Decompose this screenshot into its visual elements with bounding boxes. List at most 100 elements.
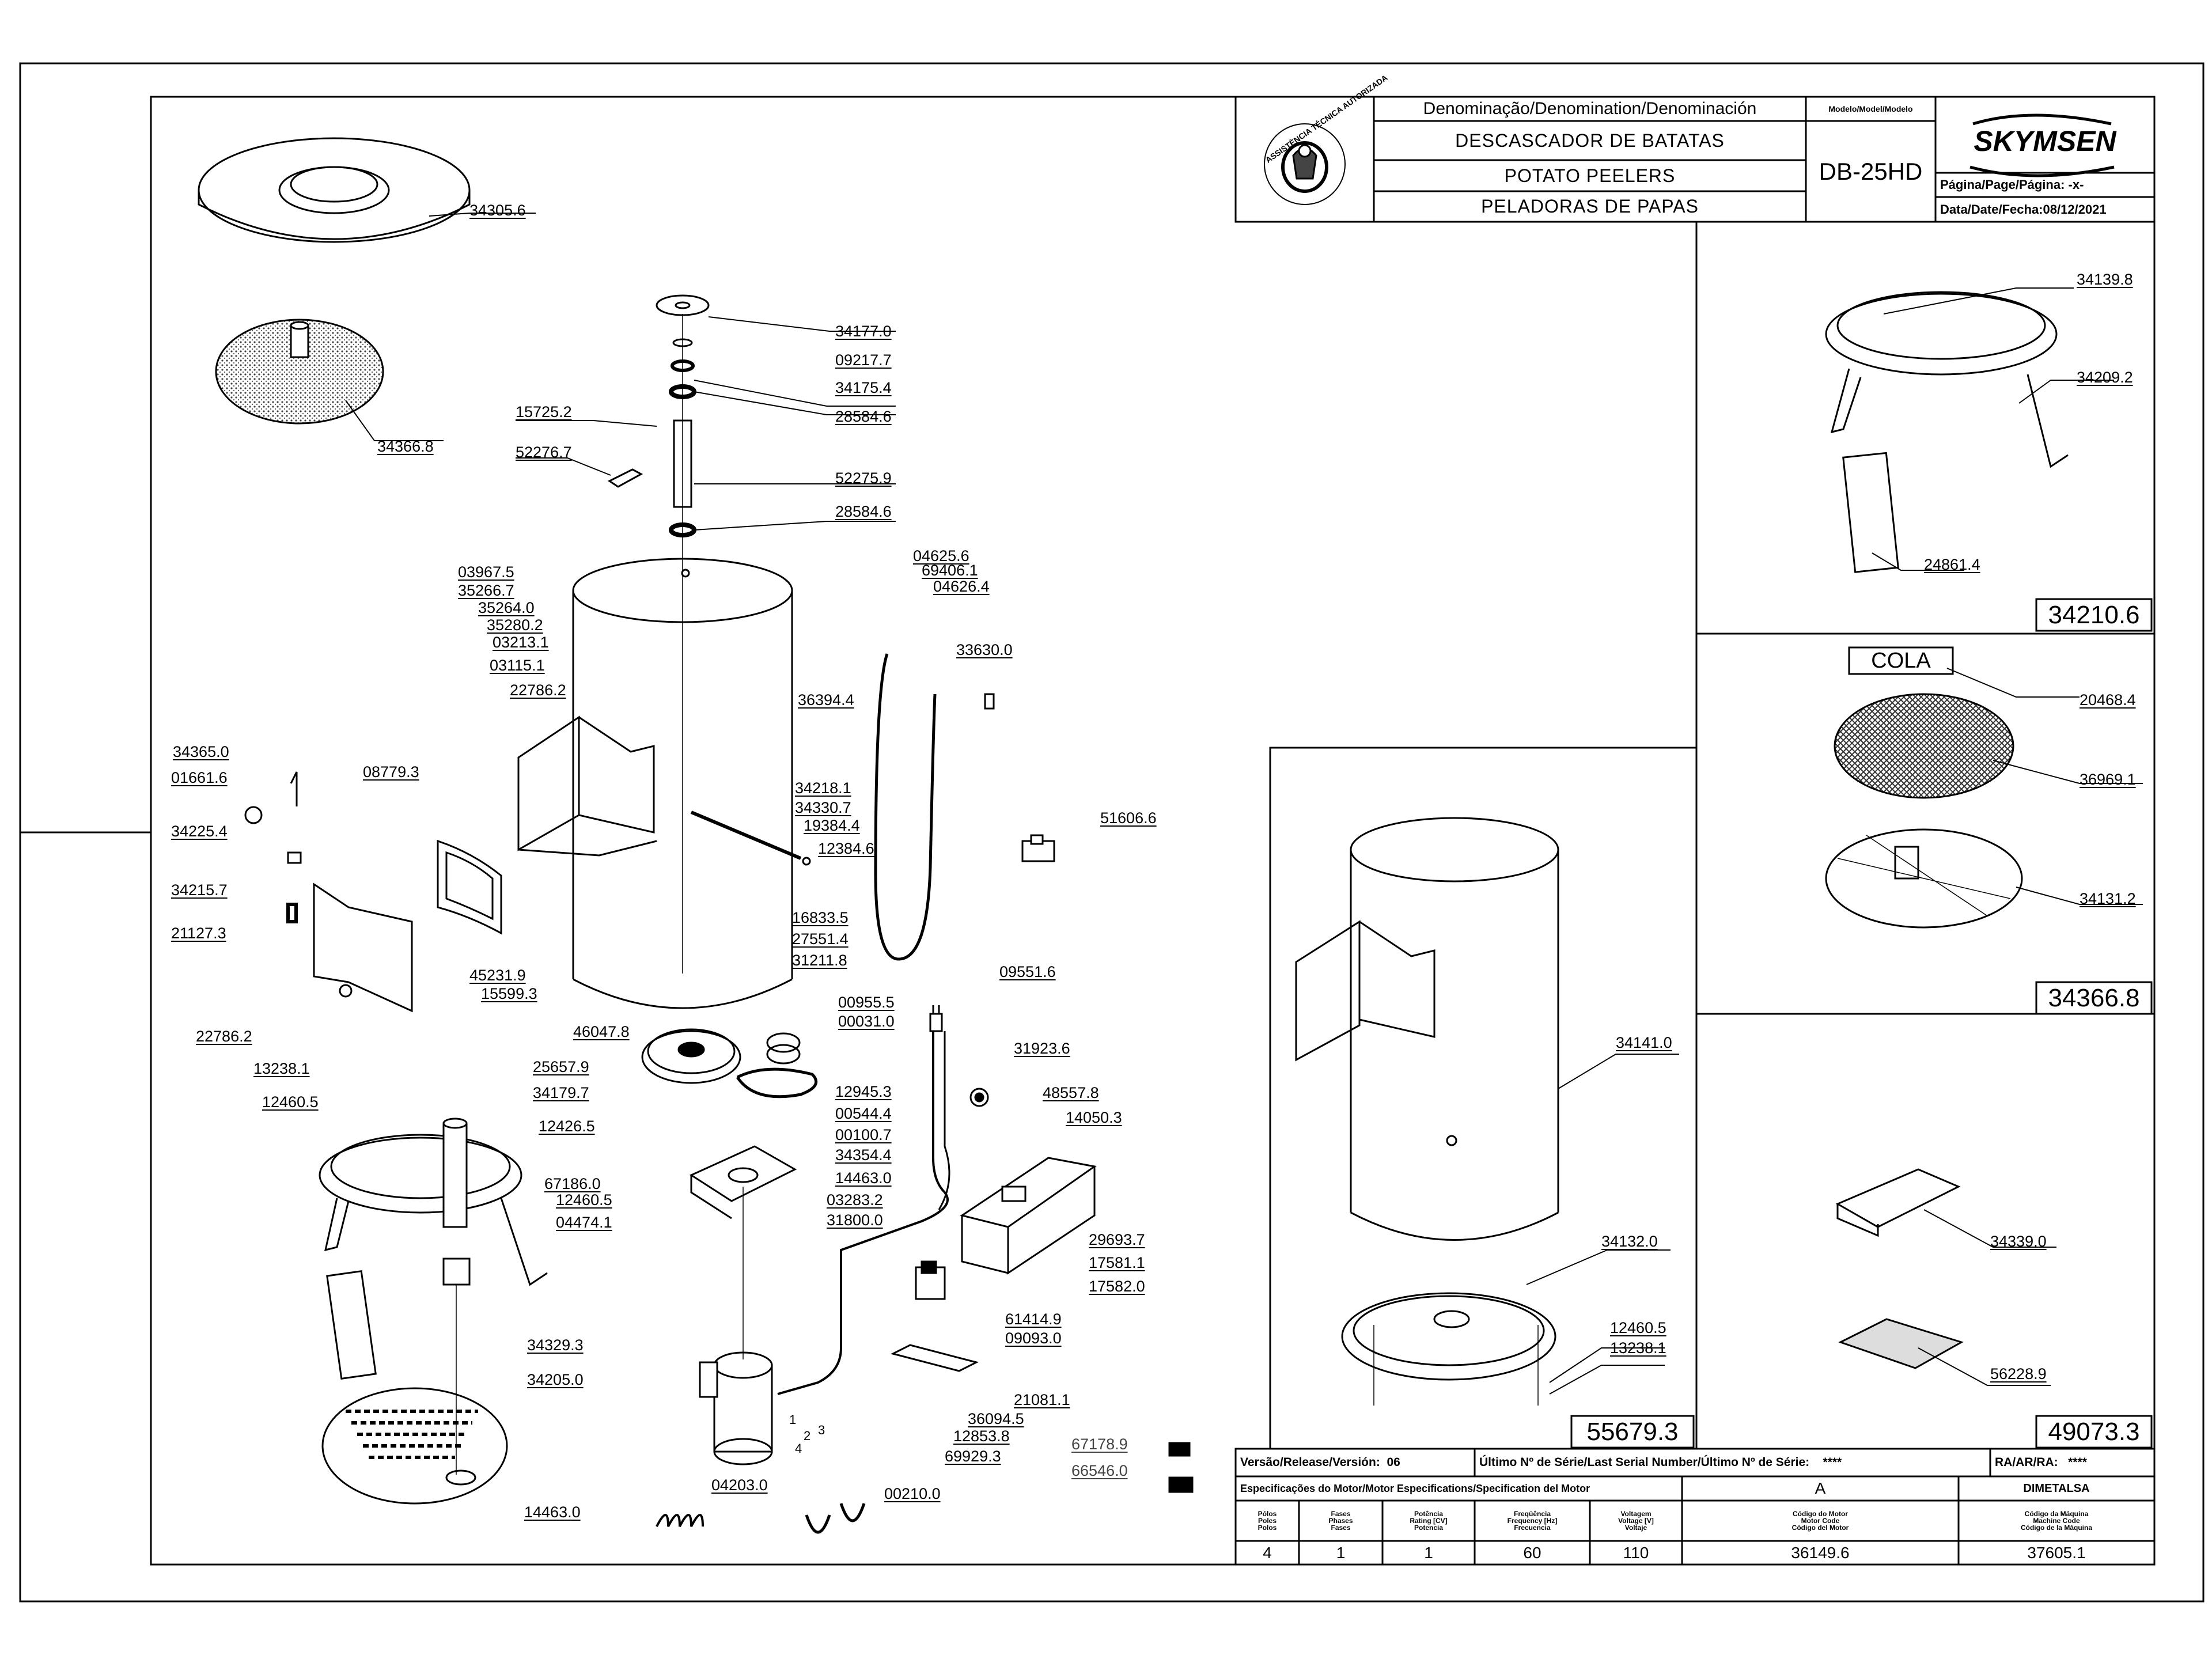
part-number-label: 04625.6: [913, 547, 969, 565]
motor-spec-header-line: Fases: [1331, 1510, 1351, 1518]
motor-spec-value: 37605.1: [2027, 1543, 2086, 1562]
part-number-label: 52275.9: [835, 469, 892, 487]
motor-spec-header-line: Voltage [V]: [1618, 1517, 1654, 1525]
part-number-label: 15599.3: [481, 985, 537, 1002]
wire-number: 3: [818, 1423, 825, 1437]
part-number-label: 28584.6: [835, 408, 892, 425]
part-number-label: 67178.9: [1071, 1435, 1128, 1453]
ra-label: RA/AR/RA:: [1995, 1456, 2058, 1469]
part-number-label: 01661.6: [171, 769, 228, 786]
part-number-label: 24861.4: [1924, 556, 1980, 573]
part-number-label: 34141.0: [1616, 1034, 1672, 1051]
part-number-label: 12460.5: [556, 1191, 612, 1209]
ra-row: RA/AR/RA: ****: [1990, 1449, 2154, 1476]
part-number-label: 17581.1: [1089, 1254, 1145, 1271]
assembly-number-drum: 55679.3: [1586, 1417, 1679, 1446]
part-number-label: 14050.3: [1066, 1109, 1122, 1126]
part-number-label: 69929.3: [945, 1448, 1001, 1465]
motor-spec-value: 60: [1523, 1543, 1541, 1562]
part-number-label: 21127.3: [171, 925, 226, 942]
part-number-label: 04626.4: [933, 578, 990, 595]
part-number-label: 15725.2: [516, 403, 572, 421]
part-number-label: 08779.3: [363, 763, 419, 781]
motor-spec-value: 110: [1623, 1543, 1649, 1562]
model-header: Modelo/Model/Modelo: [1828, 104, 1913, 113]
part-number-label: 22786.2: [510, 681, 566, 699]
part-number-label: 25657.9: [533, 1058, 589, 1075]
frame: [19, 62, 2205, 1603]
motor-spec-header-line: Fases: [1331, 1524, 1351, 1532]
motor-spec-header-line: Poles: [1257, 1517, 1277, 1525]
motor-spec-value: 1: [1424, 1543, 1433, 1562]
part-number-label: 03283.2: [827, 1191, 883, 1209]
part-number-label: 35266.7: [458, 582, 514, 599]
part-number-label: 34339.0: [1990, 1233, 2047, 1250]
part-number-label: 66546.0: [1071, 1462, 1128, 1479]
machine-name-en: POTATO PEELERS: [1504, 165, 1676, 186]
part-number-label: 00100.7: [835, 1126, 892, 1143]
motor-spec-header-line: Voltagem: [1620, 1510, 1652, 1518]
part-number-label: 34132.0: [1601, 1233, 1658, 1250]
part-number-label: 34330.7: [795, 799, 851, 816]
motor-spec-header-line: Freqüência: [1513, 1510, 1551, 1518]
motor-spec-header-line: Potência: [1414, 1510, 1443, 1518]
part-number-label: 45231.9: [469, 967, 526, 984]
part-number-label: 67186.0: [544, 1175, 601, 1192]
part-number-label: 13238.1: [1610, 1339, 1666, 1357]
page-label: Página/Page/Página: -x-: [1940, 177, 2084, 192]
part-number-label: 31211.8: [792, 952, 847, 969]
wire-number: 1: [789, 1412, 797, 1427]
part-number-label: 31800.0: [827, 1211, 883, 1229]
part-number-label: 51606.6: [1100, 809, 1157, 827]
motor-spec-header-line: Phases: [1328, 1517, 1353, 1525]
motor-spec-header-line: Machine Code: [2033, 1517, 2080, 1525]
part-number-label: 28584.6: [835, 503, 892, 520]
part-number-label: 34215.7: [171, 881, 228, 899]
ra-value: ****: [2068, 1456, 2087, 1469]
part-number-label: 52276.7: [516, 444, 572, 461]
part-number-label: 16833.5: [792, 909, 849, 926]
panel-49073-view: [1835, 1168, 1964, 1369]
part-number-label: 34139.8: [2077, 271, 2133, 288]
panel-34366-view: [1825, 693, 2023, 929]
motor-spec-header-line: Motor Code: [1801, 1517, 1840, 1525]
part-number-label: 27551.4: [792, 930, 849, 948]
part-number-label: 04474.1: [556, 1214, 612, 1231]
wire-number: 2: [804, 1429, 811, 1443]
part-number-label: 34329.3: [527, 1336, 584, 1354]
panel-34210-view: [1825, 291, 2069, 573]
part-number-label: 12426.5: [539, 1118, 595, 1135]
part-number-label: 20468.4: [2080, 691, 2136, 709]
motor-spec-value: 1: [1336, 1543, 1346, 1562]
machine-name-es: PELADORAS DE PAPAS: [1481, 196, 1699, 217]
motor-spec-header-line: Frequency [Hz]: [1507, 1517, 1558, 1525]
motor-spec-header-line: Código da Máquina: [2024, 1510, 2089, 1518]
part-number-label: 12460.5: [262, 1093, 319, 1111]
part-number-label: 36094.5: [968, 1410, 1024, 1427]
part-number-label: 46047.8: [573, 1023, 630, 1040]
part-number-label: 34177.0: [835, 323, 892, 340]
part-number-label: 21081.1: [1014, 1391, 1070, 1408]
part-number-label: 34305.6: [469, 202, 526, 219]
spec-table-grid: [1234, 1448, 2156, 1566]
part-number-label: 34131.2: [2080, 890, 2136, 907]
part-number-label: 00210.0: [884, 1485, 941, 1502]
motor-spec-header-line: Pólos: [1257, 1510, 1277, 1518]
part-number-label: 12384.6: [818, 840, 874, 857]
serial-row: Último Nº de Série/Last Serial Number/Úl…: [1475, 1449, 1990, 1476]
motor-spec-header-line: Código do Motor: [1793, 1510, 1848, 1518]
version-value: 06: [1387, 1456, 1400, 1469]
serial-value: ****: [1823, 1456, 1842, 1469]
denomination-header: Denominação/Denomination/Denominación: [1423, 99, 1757, 118]
part-number-label: 03115.1: [490, 657, 545, 674]
part-number-label: 04203.0: [711, 1476, 768, 1494]
wire-number: 4: [795, 1441, 802, 1456]
part-number-label: 12853.8: [953, 1427, 1010, 1445]
motor-spec-header-line: Voltaje: [1624, 1524, 1647, 1532]
